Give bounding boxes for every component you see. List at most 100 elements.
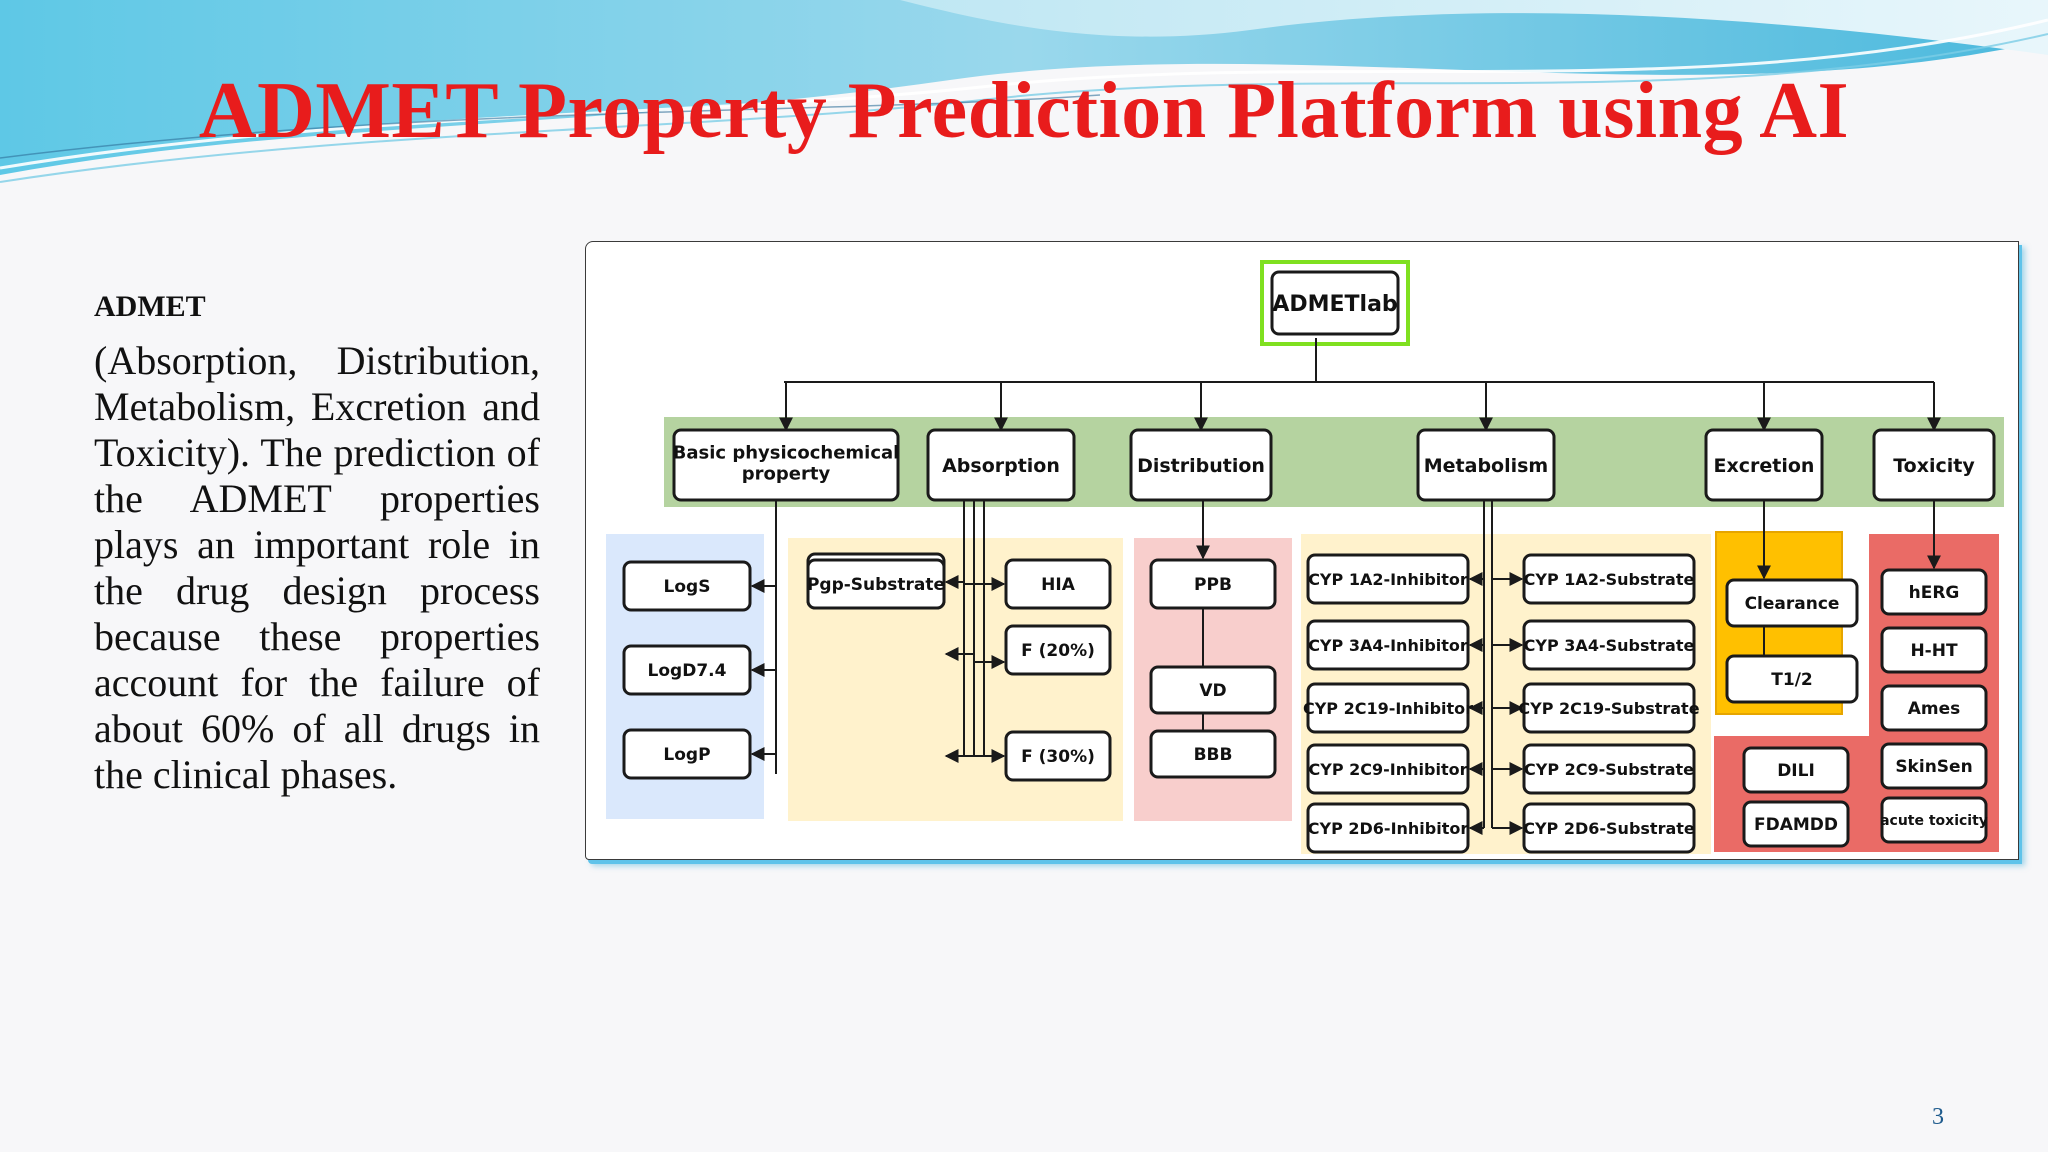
node-logs: LogS [622,560,752,612]
category-metabolism: Metabolism [1416,428,1556,502]
root-node-admetlab-box [1270,270,1400,336]
page-number: 3 [1932,1104,1944,1130]
category-excretion: Excretion [1704,428,1824,502]
node-vd-label: VD [1199,681,1226,701]
node-fdamdd-box [1742,800,1850,848]
node-cyp-2d6-inhibitor-label: CYP 2D6-Inhibitor [1308,819,1469,838]
node-t1-2-label: T1/2 [1771,670,1812,690]
node-cyp-3a4-inhibitor: CYP 3A4-Inhibitor [1306,619,1470,671]
category-distribution: Distribution [1129,428,1273,502]
node-ames-box [1880,684,1988,732]
node-acute-toxicity-box [1880,796,1988,844]
node-ppb: PPB [1149,558,1277,610]
node-pgp-substrate-label: Pgp-Substrate [807,575,945,595]
node-skinsen-box [1880,742,1988,790]
node-cyp-2d6-inhibitor-box [1306,802,1470,854]
category-absorption-label: Absorption [942,455,1060,477]
node-logp: LogP [622,728,752,780]
node-cyp-2c9-inhibitor-label: CYP 2C9-Inhibitor [1309,760,1468,779]
node-cyp-2c19-substrate-box [1522,682,1696,734]
node-ames-label: Ames [1908,699,1961,719]
category-basic-box [672,428,900,502]
node-vd-box [1149,665,1277,715]
node-skinsen: SkinSen [1880,742,1988,790]
node-dili-label: DILI [1777,761,1815,781]
slide-title: ADMET Property Prediction Platform using… [198,67,1850,155]
node-logp-label: LogP [663,745,710,765]
node-cyp-2c19-inhibitor-label: CYP 2C19-Inhibitor [1303,699,1473,718]
node-cyp-1a2-substrate: CYP 1A2-Substrate [1522,553,1696,605]
node-logs-label: LogS [664,577,711,597]
node-h-ht-box [1880,626,1988,674]
node-logd7-4: LogD7.4 [622,644,752,696]
node-logd7-4-label: LogD7.4 [648,661,727,681]
node-cyp-2c19-inhibitor: CYP 2C19-Inhibitor [1303,682,1473,734]
category-toxicity-box [1872,428,1996,502]
node-clearance-box [1725,578,1859,628]
node-f-20-label: F (20%) [1021,641,1095,661]
category-distribution-label: Distribution [1137,455,1265,477]
node-herg-box [1880,568,1988,616]
category-toxicity: Toxicity [1872,428,1996,502]
node-cyp-3a4-substrate: CYP 3A4-Substrate [1522,619,1696,671]
node-bbb-label: BBB [1194,745,1233,765]
header-wave-decoration [0,0,2048,183]
node-hia: HIA [1004,558,1112,610]
category-toxicity-label: Toxicity [1893,455,1975,477]
node-cyp-1a2-inhibitor-box [1306,553,1470,605]
category-excretion-box [1704,428,1824,502]
node-f-20: F (20%) [1004,624,1112,676]
category-distribution-box [1129,428,1273,502]
node-clearance: Clearance [1725,578,1859,628]
node-cyp-1a2-inhibitor-label: CYP 1A2-Inhibitor [1308,570,1468,589]
node-logp-box [622,728,752,780]
node-dili: DILI [1742,746,1850,794]
node-cyp-1a2-inhibitor: CYP 1A2-Inhibitor [1306,553,1470,605]
category-absorption: Absorption [926,428,1076,502]
node-cyp-3a4-inhibitor-box [1306,619,1470,671]
category-metabolism-label: Metabolism [1424,455,1548,477]
node-bbb: BBB [1149,729,1277,779]
node-acute-toxicity: acute toxicity [1880,796,1988,844]
category-absorption-box [926,428,1076,502]
node-hia-label: HIA [1041,575,1076,595]
node-cyp-2c19-substrate: CYP 2C19-Substrate [1518,682,1700,734]
node-herg-label: hERG [1909,583,1960,603]
node-ppb-box [1149,558,1277,610]
node-f-30-box [1004,730,1112,782]
node-ppb-label: PPB [1194,575,1232,595]
node-fdamdd: FDAMDD [1742,800,1850,848]
node-cyp-1a2-substrate-box [1522,553,1696,605]
node-herg: hERG [1880,568,1988,616]
node-cyp-2d6-substrate: CYP 2D6-Substrate [1522,802,1696,854]
node-h-ht-label: H-HT [1910,641,1958,661]
node-f-20-box [1004,624,1112,676]
node-cyp-2c9-substrate: CYP 2C9-Substrate [1522,743,1696,795]
node-cyp-2c9-inhibitor-box [1306,743,1470,795]
node-f-30-label: F (30%) [1021,747,1095,767]
node-pgp-substrate: Pgp-Substrate [806,558,946,610]
node-clearance-label: Clearance [1745,594,1840,614]
node-acute-toxicity-label: acute toxicity [1880,813,1988,829]
root-node-admetlab-label: ADMETlab [1272,292,1397,317]
node-pgp-substrate-box [806,558,946,610]
node-cyp-3a4-substrate-box [1522,619,1696,671]
side-body-text: (Absorption, Distribution, Metabolism, E… [94,338,540,797]
node-logd7-4-box [622,644,752,696]
node-cyp-2d6-inhibitor: CYP 2D6-Inhibitor [1306,802,1470,854]
node-cyp-2c9-substrate-box [1522,743,1696,795]
side-heading: ADMET [94,290,206,323]
node-logs-box [622,560,752,612]
root-node-admetlab: ADMETlab [1270,270,1400,336]
node-cyp-2d6-substrate-label: CYP 2D6-Substrate [1523,819,1695,838]
node-h-ht: H-HT [1880,626,1988,674]
node-skinsen-label: SkinSen [1895,757,1972,777]
node-t1-2-box [1725,654,1859,704]
node-fdamdd-label: FDAMDD [1754,815,1838,835]
node-cyp-2c19-inhibitor-box [1306,682,1470,734]
node-cyp-2c9-inhibitor: CYP 2C9-Inhibitor [1306,743,1470,795]
category-excretion-label: Excretion [1714,455,1815,477]
